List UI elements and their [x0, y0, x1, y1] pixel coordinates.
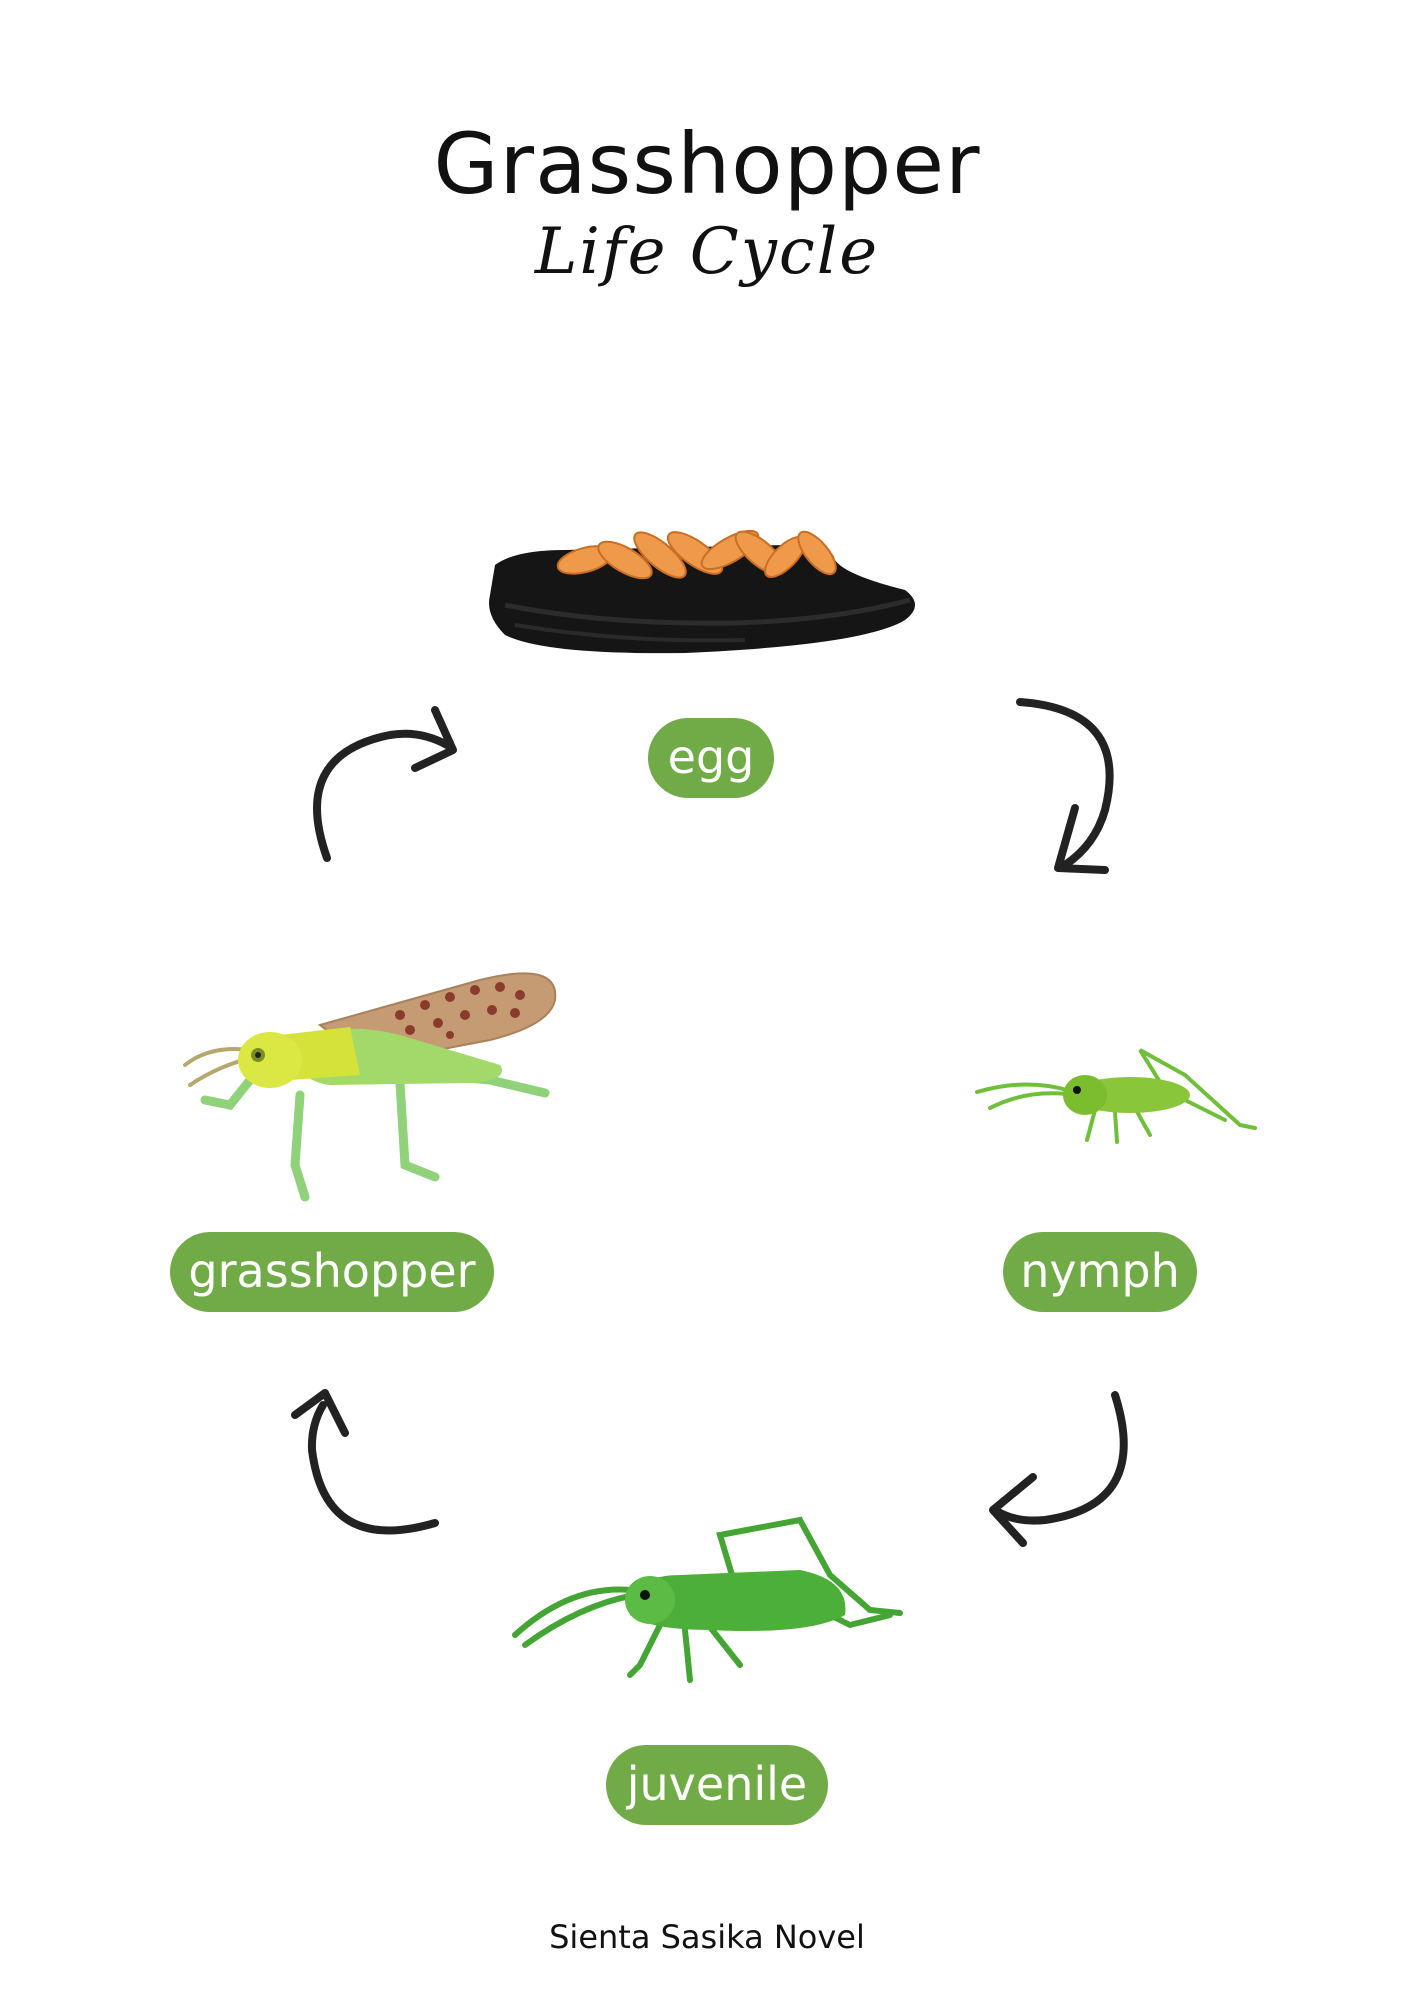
page-title: Grasshopper: [433, 115, 981, 213]
stage-label-nymph: nymph: [1003, 1232, 1197, 1312]
adult-grasshopper-icon: [183, 972, 557, 1202]
juvenile-grasshopper-icon: [512, 1516, 903, 1683]
egg-pod-icon: [489, 529, 915, 654]
nymph-grasshopper-icon: [975, 1048, 1257, 1144]
page-subtitle: Life Cycle: [534, 215, 880, 289]
stage-label-juvenile: juvenile: [606, 1745, 828, 1825]
footer-credit: Sienta Sasika Novel: [549, 1918, 865, 1956]
stage-label-egg: egg: [648, 718, 774, 798]
curved-arrow-icon: [1016, 698, 1114, 874]
curved-arrow-icon: [291, 1389, 439, 1535]
stage-label-grasshopper: grasshopper: [170, 1232, 494, 1312]
curved-arrow-icon: [313, 706, 457, 862]
curved-arrow-icon: [989, 1391, 1128, 1547]
